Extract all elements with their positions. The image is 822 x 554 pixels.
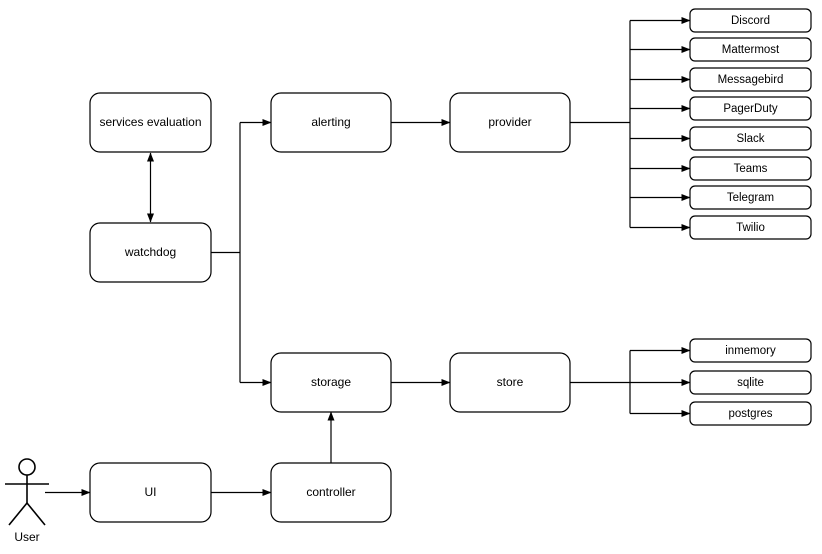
stick-figure-actor-icon	[18, 458, 36, 476]
node-storage-label: storage	[311, 375, 351, 389]
node-ui[interactable]: UI	[89, 462, 212, 523]
nodes-layer: services evaluation watchdog alerting provi…	[89, 92, 571, 523]
store-leaf-sqlite-shape	[689, 370, 812, 395]
node-services-evaluation-label: services evaluation	[99, 115, 201, 129]
node-provider-shape	[449, 92, 571, 153]
provider-leaf-twilio[interactable]: Twilio	[689, 215, 812, 240]
node-controller-shape	[270, 462, 392, 523]
provider-leaf-slack-shape	[689, 126, 812, 151]
provider-leaf-messagebird-label: Messagebird	[718, 74, 784, 86]
store-leaf-inmemory-label: inmemory	[725, 345, 776, 357]
user-actor[interactable]: User	[5, 458, 49, 544]
node-watchdog-label: watchdog	[124, 245, 176, 259]
node-storage[interactable]: storage	[270, 352, 392, 413]
provider-leaf-mattermost-label: Mattermost	[722, 44, 780, 56]
node-ui-label: UI	[145, 485, 157, 499]
provider-leaf-mattermost-shape	[689, 37, 812, 62]
provider-leaf-teams-shape	[689, 156, 812, 181]
provider-leaf-telegram-shape	[689, 185, 812, 210]
provider-leaf-telegram[interactable]: Telegram	[689, 185, 812, 210]
node-store-label: store	[497, 375, 524, 389]
provider-leaf-teams[interactable]: Teams	[689, 156, 812, 181]
store-leaf-postgres-shape	[689, 401, 812, 426]
provider-leaf-slack[interactable]: Slack	[689, 126, 812, 151]
store-leaf-inmemory[interactable]: inmemory	[689, 338, 812, 363]
actor-right-leg-line	[26, 502, 46, 526]
actor-left-leg-line	[8, 502, 28, 526]
store-leaves-layer: inmemory sqlite postgres	[689, 338, 812, 426]
node-alerting-label: alerting	[311, 115, 350, 129]
provider-leaf-slack-label: Slack	[736, 133, 764, 145]
provider-leaves-layer: DiscordMattermostMessagebirdPagerDutySla…	[689, 8, 812, 240]
store-leaf-inmemory-shape	[689, 338, 812, 363]
node-services-evaluation[interactable]: services evaluation	[89, 92, 212, 153]
node-controller-label: controller	[306, 485, 355, 499]
node-alerting[interactable]: alerting	[270, 92, 392, 153]
node-watchdog[interactable]: watchdog	[89, 222, 212, 283]
node-watchdog-shape	[89, 222, 212, 283]
store-leaf-postgres[interactable]: postgres	[689, 401, 812, 426]
provider-leaf-discord-label: Discord	[731, 15, 770, 27]
node-ui-shape	[89, 462, 212, 523]
edges-layer	[45, 17, 691, 496]
provider-leaf-pagerduty[interactable]: PagerDuty	[689, 96, 812, 121]
provider-leaf-twilio-label: Twilio	[736, 222, 765, 234]
provider-leaf-teams-label: Teams	[734, 163, 768, 175]
store-leaf-sqlite-label: sqlite	[737, 377, 764, 389]
node-storage-shape	[270, 352, 392, 413]
provider-leaf-twilio-shape	[689, 215, 812, 240]
provider-leaf-messagebird-shape	[689, 67, 812, 92]
provider-leaf-telegram-label: Telegram	[727, 192, 774, 204]
node-store-shape	[449, 352, 571, 413]
provider-leaf-discord[interactable]: Discord	[689, 8, 812, 33]
provider-leaf-pagerduty-label: PagerDuty	[723, 103, 778, 115]
provider-leaf-messagebird[interactable]: Messagebird	[689, 67, 812, 92]
user-actor-label: User	[14, 530, 39, 544]
store-leaf-postgres-label: postgres	[728, 408, 772, 420]
provider-leaf-mattermost[interactable]: Mattermost	[689, 37, 812, 62]
node-provider[interactable]: provider	[449, 92, 571, 153]
node-provider-label: provider	[488, 115, 531, 129]
provider-leaf-pagerduty-shape	[689, 96, 812, 121]
provider-leaf-discord-shape	[689, 8, 812, 33]
node-controller[interactable]: controller	[270, 462, 392, 523]
store-leaf-sqlite[interactable]: sqlite	[689, 370, 812, 395]
node-services-evaluation-shape	[89, 92, 212, 153]
node-alerting-shape	[270, 92, 392, 153]
node-store[interactable]: store	[449, 352, 571, 413]
user-actor-group: User	[5, 458, 49, 544]
